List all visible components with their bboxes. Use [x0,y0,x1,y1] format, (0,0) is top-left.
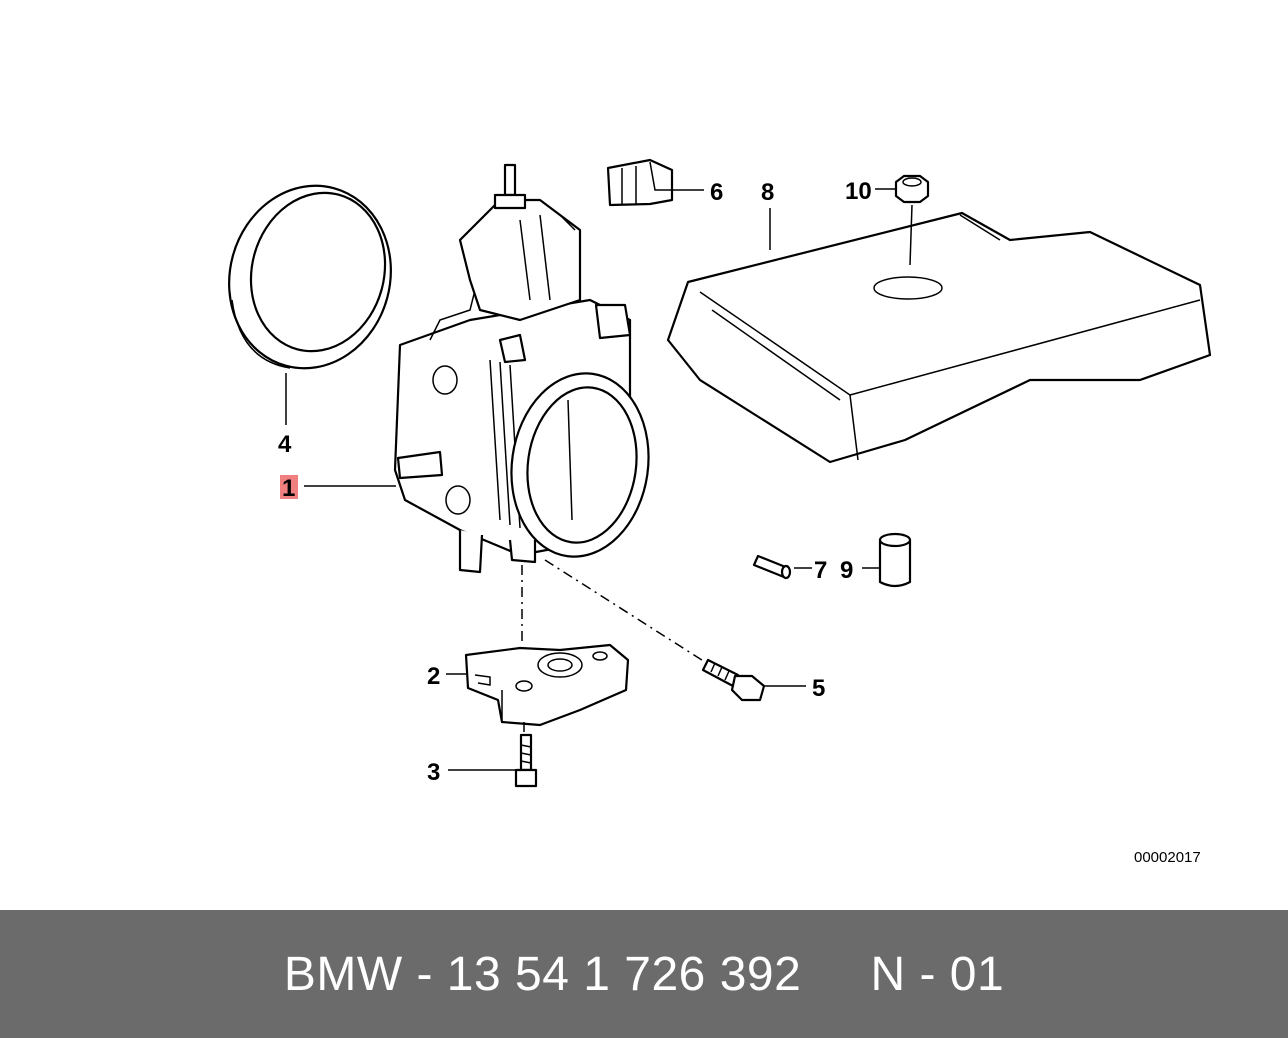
diagram-reference-code: 00002017 [1134,849,1201,866]
part-number-caption: BMW - 13 54 1 726 392 N - 01 [283,947,1005,1001]
callout-10: 10 [845,178,872,205]
callout-4: 4 [278,431,292,458]
callout-1: 1 [282,475,295,502]
sleeve-part [878,532,912,588]
callout-2: 2 [427,663,440,690]
sensor-part [464,643,630,727]
callout-8: 8 [761,179,774,206]
sensor-screw-part [514,733,538,788]
nut-part [894,174,930,266]
callout-3: 3 [427,759,440,786]
footer-bar: BMW - 13 54 1 726 392 N - 01 [0,910,1288,1038]
callout-6: 6 [710,179,723,206]
callout-5: 5 [812,675,825,702]
parts-diagram: 1 2 3 4 5 6 7 8 9 10 00002017 [228,158,1212,866]
callout-7: 7 [814,557,827,584]
callout-1-highlight [280,475,298,499]
cover-part [666,211,1212,464]
sealing-ring-part [228,184,392,370]
bolt-part [701,658,766,702]
callout-labels: 1 2 3 4 5 6 7 8 9 10 [278,178,872,786]
callout-9: 9 [840,557,853,584]
leader-lines [285,188,896,771]
pin-part [752,554,792,580]
throttle-body-part [393,163,650,574]
clip-part [606,158,674,207]
